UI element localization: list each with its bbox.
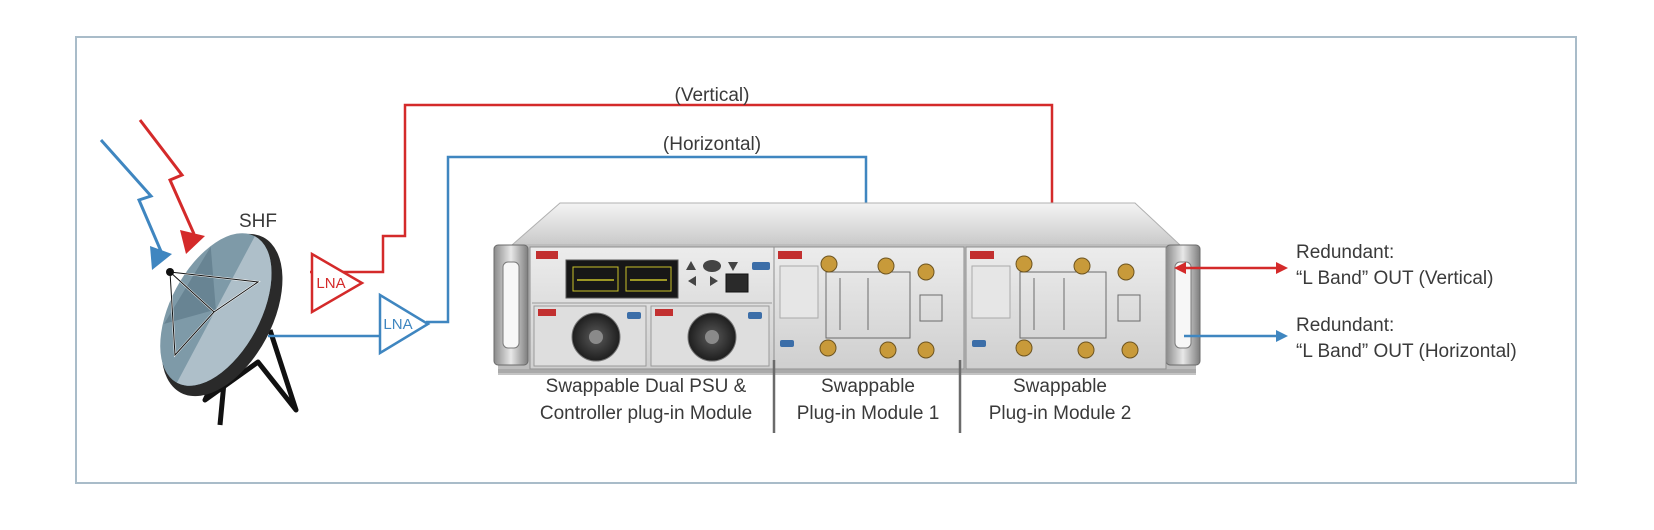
plug-in-module-2	[965, 246, 1167, 370]
up-arrow-icon	[686, 261, 696, 270]
psu-caption-line-2: Controller plug-in Module	[540, 403, 752, 424]
module2-caption-line-2: Plug-in Module 2	[989, 403, 1132, 424]
shf-label: SHF	[239, 211, 277, 232]
rf-connector-icon	[1073, 257, 1091, 275]
rf-connector-icon	[1077, 341, 1095, 359]
lna-horizontal-label: LNA	[383, 316, 412, 333]
ethernet-port	[725, 273, 749, 293]
rf-connector-icon	[877, 257, 895, 275]
rf-connector-icon	[819, 339, 837, 357]
rf-connector-icon	[820, 255, 838, 273]
horizontal-output-label-1: Redundant:	[1296, 315, 1394, 336]
rf-connector-icon	[1015, 339, 1033, 357]
lna-amplifier-icon: LNA	[310, 251, 365, 315]
vertical-output-arrow	[1174, 262, 1288, 274]
rf-connector-icon	[1015, 255, 1033, 273]
lightning-signal-icon	[99, 119, 205, 270]
lna-amplifier-icon: LNA	[378, 292, 431, 356]
right-arrow-icon	[710, 276, 718, 286]
module1-caption-line-1: Swappable	[821, 376, 915, 397]
horizontal-path-label: (Horizontal)	[663, 134, 761, 155]
left-arrow-icon	[688, 276, 696, 286]
vertical-path-label: (Vertical)	[675, 85, 750, 106]
horizontal-output-label-2: “L Band” OUT (Horizontal)	[1296, 341, 1517, 362]
module1-caption-line-2: Plug-in Module 1	[797, 403, 940, 424]
plug-in-module-1	[773, 246, 965, 370]
vertical-output-label-1: Redundant:	[1296, 242, 1394, 263]
select-button-icon	[703, 260, 721, 272]
rack-chassis	[493, 202, 1201, 375]
rf-connector-icon	[1121, 341, 1139, 359]
vertical-output-label-2: “L Band” OUT (Vertical)	[1296, 268, 1493, 289]
satellite-dish-icon	[160, 233, 299, 426]
rf-connector-icon	[917, 263, 935, 281]
horizontal-output-arrow	[1184, 330, 1288, 342]
module2-caption-line-1: Swappable	[1013, 376, 1107, 397]
rf-connector-icon	[917, 341, 935, 359]
psu-caption-line-1: Swappable Dual PSU &	[546, 376, 747, 397]
rf-connector-icon	[1117, 263, 1135, 281]
controller-display	[565, 259, 679, 299]
lna-vertical-label: LNA	[316, 275, 345, 292]
psu-controller-module	[529, 246, 775, 370]
down-arrow-icon	[728, 262, 738, 271]
rf-connector-icon	[879, 341, 897, 359]
